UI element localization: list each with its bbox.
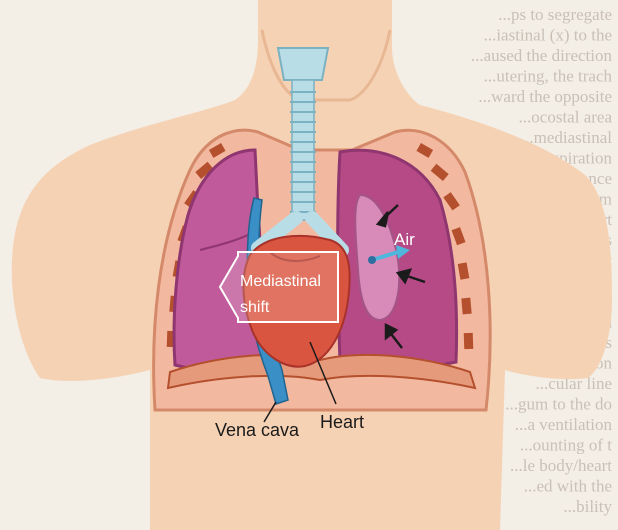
background-text-line: ...ed with the (524, 477, 612, 496)
background-text-line: ...iastinal (x) to the (484, 26, 612, 45)
background-text-line: ...a ventilation (515, 415, 613, 434)
background-text-line: ...gum to the do (505, 395, 612, 414)
background-text-line: ...aused the direction (471, 46, 613, 65)
background-text-line: ...ward the opposite (478, 87, 612, 106)
label-mediastinal-line2: shift (240, 299, 270, 316)
background-text-line: ...bility (563, 497, 612, 516)
background-text-line: ...ps to segregate (498, 5, 612, 24)
background-text-line: ...utering, the trach (484, 67, 613, 86)
label-air: Air (394, 230, 415, 249)
background-text-line: ...mediastinal (521, 128, 612, 147)
label-vena-cava: Vena cava (215, 420, 300, 440)
label-heart: Heart (320, 412, 364, 432)
background-text-line: ...ounting of t (520, 436, 612, 455)
background-text-line: ...ocostal area (519, 108, 613, 127)
label-mediastinal-line1: Mediastinal (240, 273, 321, 290)
background-text-line: ...le body/heart (510, 456, 612, 475)
